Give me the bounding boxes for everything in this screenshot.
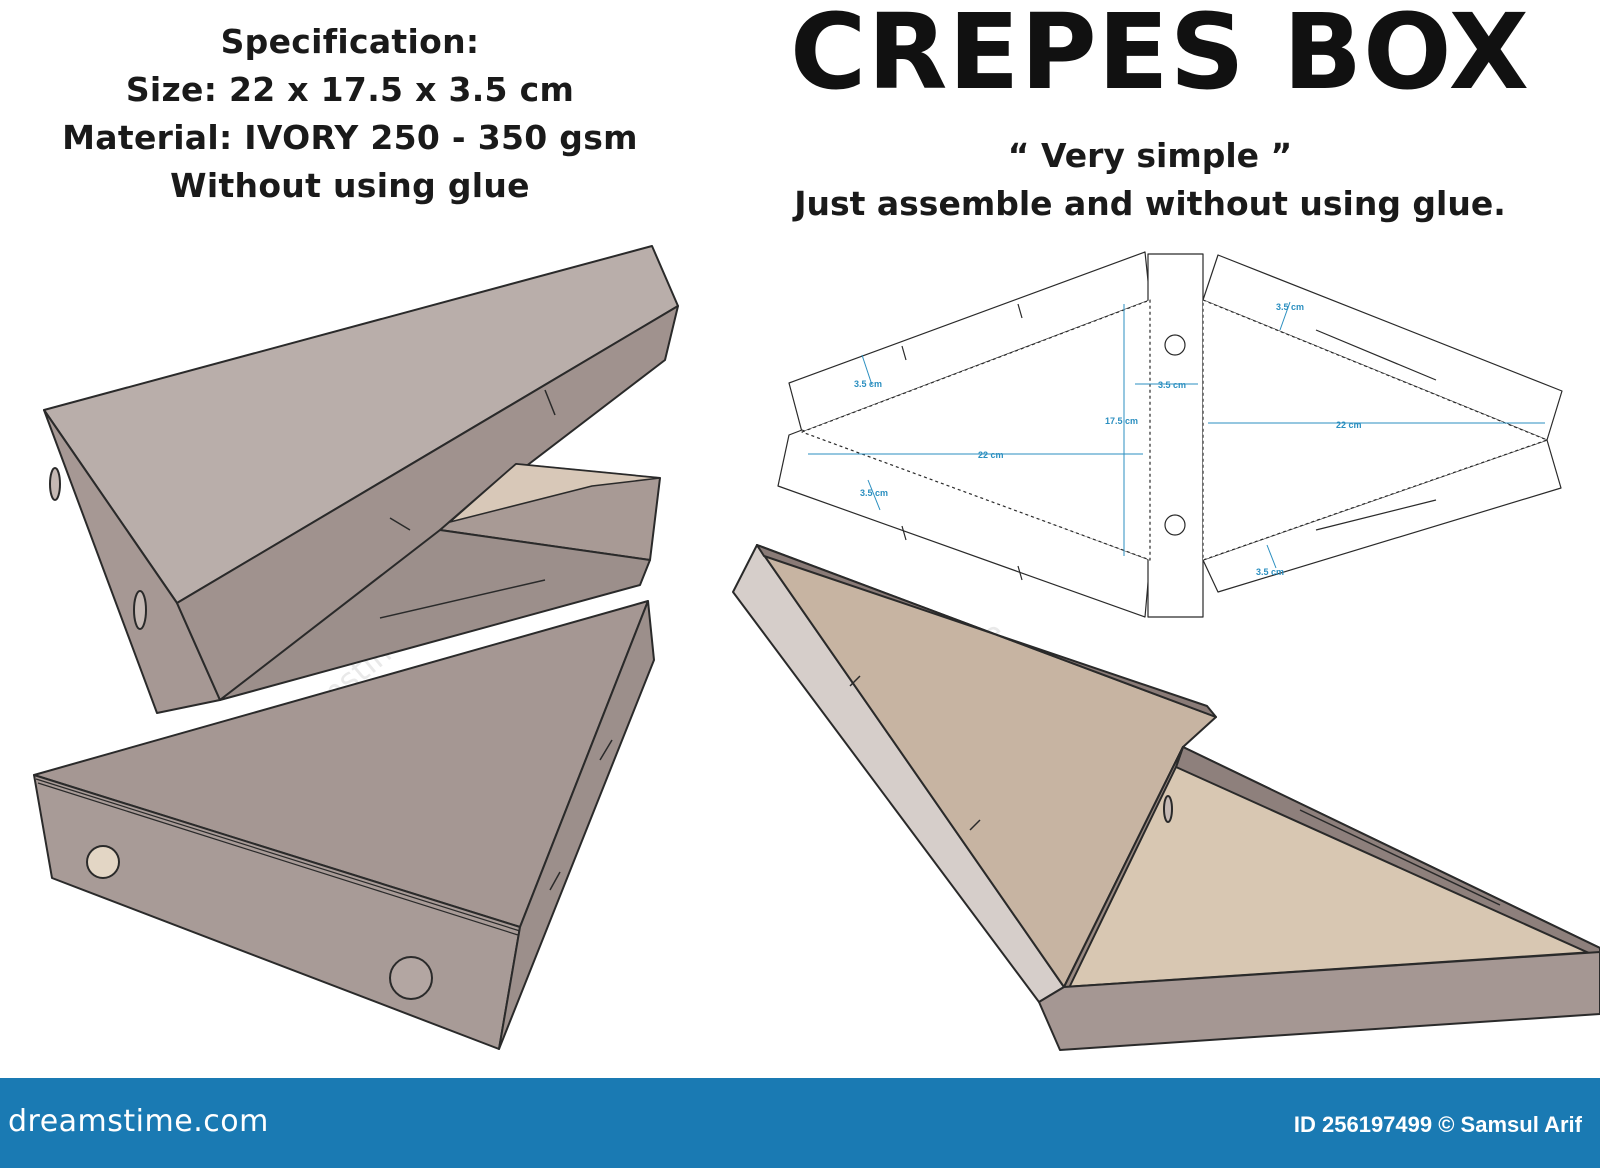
spec-size: Size: 22 x 17.5 x 3.5 cm bbox=[125, 70, 575, 109]
illustration: dreamstime dreamstime dreamstime bbox=[33, 245, 1600, 1051]
spec-note: Without using glue bbox=[170, 166, 530, 205]
dim-label: 22 cm bbox=[978, 450, 1004, 460]
dim-label: 3.5 cm bbox=[854, 379, 882, 389]
spec-heading: Specification: bbox=[220, 22, 480, 61]
page-title: CREPES BOX bbox=[790, 0, 1530, 113]
tagline-quote: “ Very simple ” bbox=[1007, 136, 1293, 175]
spec-material: Material: IVORY 250 - 350 gsm bbox=[62, 118, 638, 157]
dim-label: 17.5 cm bbox=[1105, 416, 1138, 426]
footer-bar: dreamstime.com ID 256197499 © Samsul Ari… bbox=[0, 1078, 1600, 1168]
dim-label: 3.5 cm bbox=[860, 488, 888, 498]
dim-label: 3.5 cm bbox=[1276, 302, 1304, 312]
dim-label: 22 cm bbox=[1336, 420, 1362, 430]
closed-box-flat bbox=[33, 600, 655, 1050]
specification-block: Specification: Size: 22 x 17.5 x 3.5 cm … bbox=[0, 18, 700, 210]
tagline-text: Just assemble and without using glue. bbox=[794, 184, 1506, 223]
footer-credit: ID 256197499 © Samsul Arif bbox=[1293, 1112, 1582, 1137]
dieline: 3.5 cm 3.5 cm 3.5 cm 3.5 cm 3.5 cm 17.5 … bbox=[777, 251, 1563, 618]
dim-label: 3.5 cm bbox=[1158, 380, 1186, 390]
tagline-block: “ Very simple ” Just assemble and withou… bbox=[700, 132, 1600, 228]
closed-box-angled bbox=[43, 245, 679, 714]
dimension-lines bbox=[808, 301, 1545, 569]
footer-brand-logo[interactable]: dreamstime.com bbox=[8, 1104, 269, 1139]
open-box bbox=[732, 544, 1600, 1051]
dim-label: 3.5 cm bbox=[1256, 567, 1284, 577]
